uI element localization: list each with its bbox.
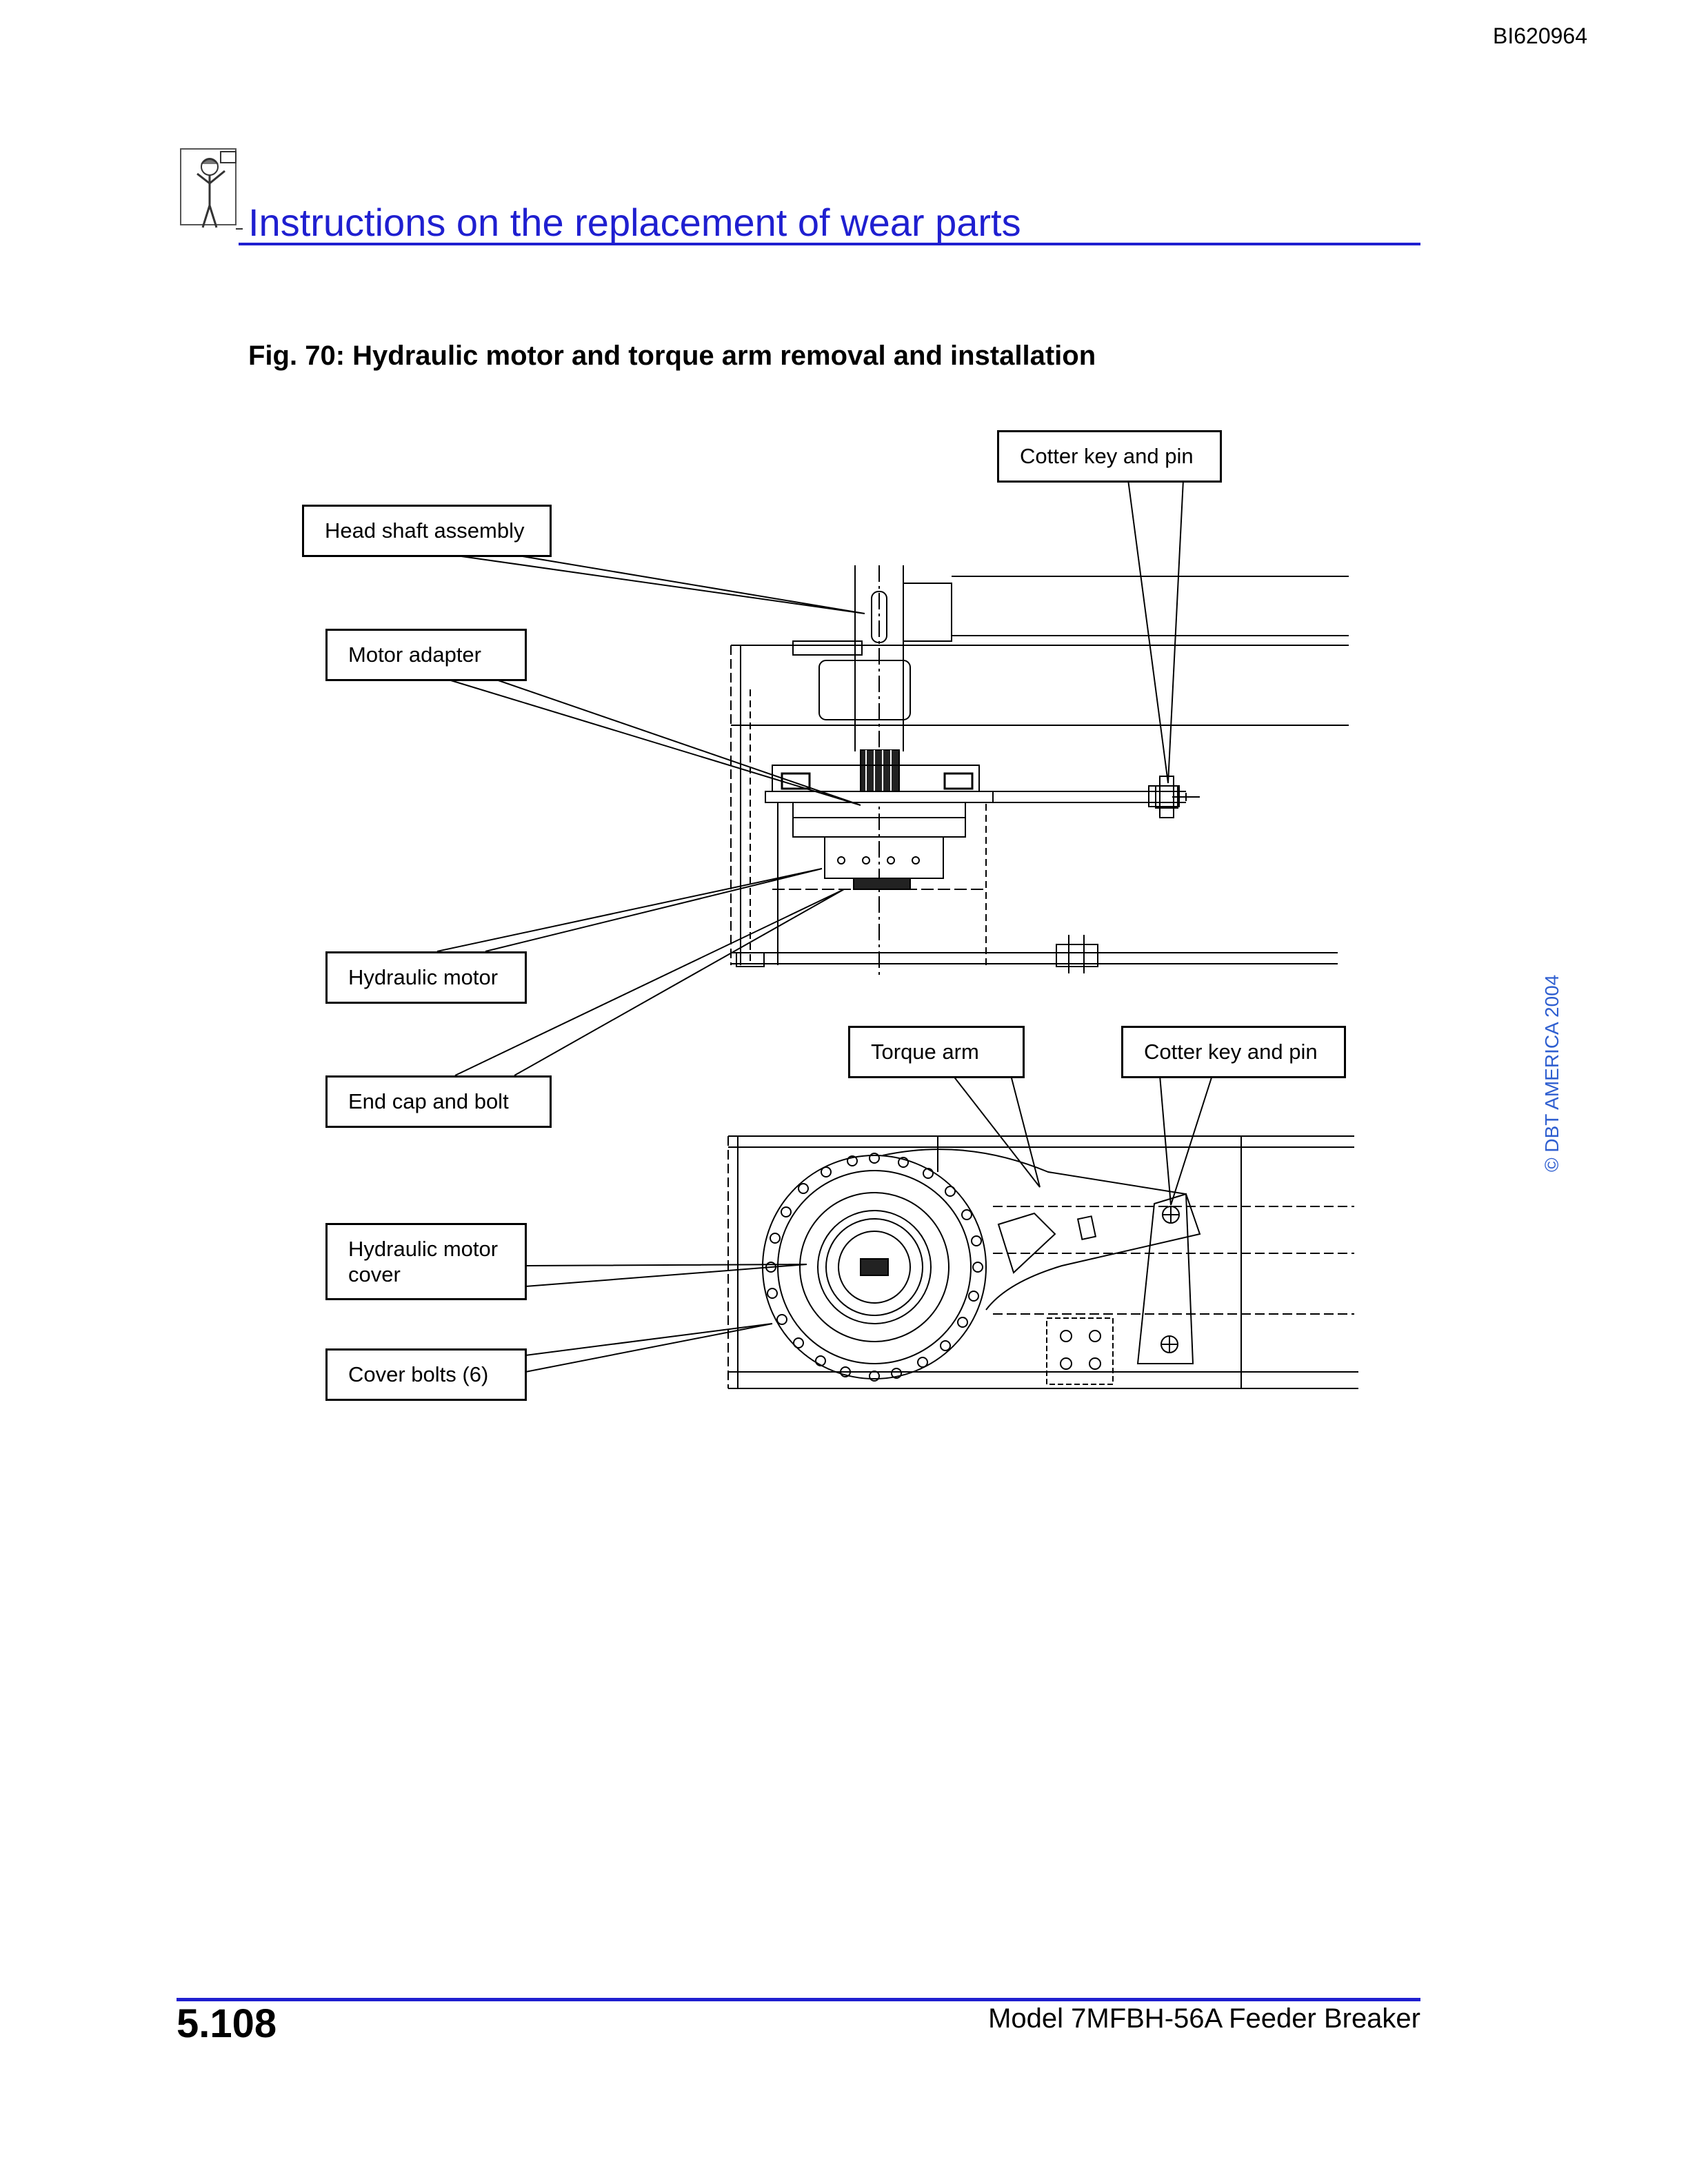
document-id: BI620964 [1492,23,1587,48]
callout-cotter-key-top: Cotter key and pin [997,430,1222,483]
header-rule [239,243,1420,245]
callout-cotter-key-bottom: Cotter key and pin [1121,1026,1346,1078]
copyright-notice: © DBT AMERICA 2004 [1541,975,1563,1172]
callout-motor-cover: Hydraulic motor cover [325,1223,527,1300]
model-name: Model 7MFBH-56A Feeder Breaker [988,2003,1420,2034]
footer-rule [177,1998,1420,2001]
callout-motor-adapter: Motor adapter [325,629,527,681]
callout-motor-cover-line2: cover [348,1262,401,1286]
maintenance-worker-icon [180,148,243,230]
callout-motor-cover-line1: Hydraulic motor [348,1236,499,1261]
leader-lines [436,479,1213,1373]
callout-hydraulic-motor: Hydraulic motor [325,951,527,1004]
callout-cover-bolts: Cover bolts (6) [325,1348,527,1401]
side-view-drawing [730,565,1349,979]
callout-end-cap: End cap and bolt [325,1075,552,1128]
copyright-text: © DBT AMERICA 2004 [1541,975,1563,1172]
end-view-drawing [727,1135,1358,1389]
callout-torque-arm: Torque arm [848,1026,1025,1078]
section-title: Instructions on the replacement of wear … [248,201,1021,244]
page-number: 5.108 [177,2001,277,2046]
callout-head-shaft: Head shaft assembly [302,505,552,557]
figure-caption: Fig. 70: Hydraulic motor and torque arm … [248,341,1096,371]
